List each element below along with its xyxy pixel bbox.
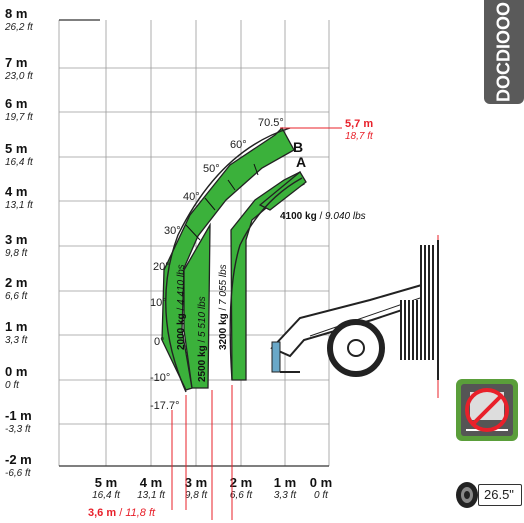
load-4100: 4100 kg / 9.040 lbs — [280, 211, 366, 222]
arc-label-b: B — [293, 139, 303, 155]
angle-70: 70.5° — [258, 117, 284, 129]
x-tick-4m-ft: 13,1 ft — [137, 490, 166, 501]
y-tick-6m-ft: 19,7 ft — [5, 112, 34, 123]
x-tick-3m: 3 m — [185, 475, 207, 490]
tire-size-text: 26.5" — [484, 487, 514, 502]
y-tick-2m-ft: 6,6 ft — [5, 291, 28, 302]
angle-30: 30° — [164, 225, 181, 237]
max-reach: 3,6 m / 11,8 ft — [88, 507, 156, 519]
y-tick-1m: 1 m — [5, 319, 27, 334]
x-tick-0m: 0 m — [310, 475, 332, 490]
y-axis-labels: 8 m 26,2 ft 7 m 23,0 ft 6 m 19,7 ft 5 m … — [4, 6, 34, 479]
x-tick-2m-ft: 6,6 ft — [230, 490, 253, 501]
y-tick-0m: 0 m — [5, 364, 27, 379]
telehandler-icon — [270, 240, 439, 380]
y-tick-5m: 5 m — [5, 141, 27, 156]
y-tick-neg1m: -1 m — [5, 408, 32, 423]
angle-labels: 70.5° 60° 50° 40° 30° 20° 10° 0° -10° -1… — [150, 117, 284, 412]
y-tick-0m-ft: 0 ft — [5, 380, 20, 391]
load-labels: 2000 kg / 4 410 lbs 2500 kg / 5 510 lbs … — [176, 211, 366, 382]
y-tick-4m: 4 m — [5, 184, 27, 199]
y-tick-8m: 8 m — [5, 6, 27, 21]
max-height-ft: 18,7 ft — [345, 131, 374, 142]
reach-arcs — [165, 127, 303, 393]
load-3200: 3200 kg / 7 055 lbs — [218, 264, 229, 350]
no-outriggers-icon — [456, 379, 518, 441]
y-tick-3m: 3 m — [5, 232, 27, 247]
arc-inner-a — [229, 177, 303, 381]
y-tick-neg2m: -2 m — [5, 452, 32, 467]
x-tick-1m-ft: 3,3 ft — [274, 490, 297, 501]
tire-size-frame — [478, 484, 522, 506]
angle-0: 0° — [154, 336, 165, 348]
y-tick-4m-ft: 13,1 ft — [5, 200, 34, 211]
arc-outer-b — [165, 127, 291, 393]
x-tick-5m-ft: 16,4 ft — [92, 490, 121, 501]
y-tick-2m: 2 m — [5, 275, 27, 290]
x-axis-labels: 5 m 16,4 ft 4 m 13,1 ft 3 m 9,8 ft 2 m 6… — [92, 475, 332, 501]
y-tick-7m-ft: 23,0 ft — [4, 71, 34, 82]
y-tick-5m-ft: 16,4 ft — [5, 157, 34, 168]
angle-10: 10° — [150, 297, 167, 309]
y-tick-3m-ft: 9,8 ft — [5, 248, 28, 259]
load-2000: 2000 kg / 4 410 lbs — [176, 264, 187, 350]
x-tick-3m-ft: 9,8 ft — [185, 490, 208, 501]
zone-2500kg — [183, 222, 211, 389]
brand-code-text: DOCDIOOO — [493, 1, 514, 103]
x-tick-4m: 4 m — [140, 475, 162, 490]
max-height-m: 5,7 m — [345, 118, 373, 130]
load-2500: 2500 kg / 5 510 lbs — [197, 296, 208, 382]
y-tick-neg1m-ft: -3,3 ft — [5, 424, 32, 435]
y-tick-neg2m-ft: -6,6 ft — [5, 468, 32, 479]
angle-40: 40° — [183, 191, 200, 203]
zone-dividers — [185, 163, 259, 241]
y-tick-7m: 7 m — [5, 55, 27, 70]
x-tick-5m: 5 m — [95, 475, 117, 490]
x-tick-0m-ft: 0 ft — [314, 490, 329, 501]
tire-size-badge: 26.5" — [454, 481, 524, 509]
tire-icon — [456, 482, 478, 508]
y-tick-8m-ft: 26,2 ft — [4, 22, 34, 33]
x-tick-1m: 1 m — [274, 475, 296, 490]
angle-neg10: -10° — [150, 372, 170, 384]
y-tick-1m-ft: 3,3 ft — [5, 335, 28, 346]
angle-neg17: -17.7° — [150, 400, 179, 412]
x-tick-2m: 2 m — [230, 475, 252, 490]
angle-20: 20° — [153, 261, 170, 273]
brand-code-badge: DOCDIOOO — [484, 0, 524, 104]
angle-50: 50° — [203, 163, 220, 175]
y-tick-6m: 6 m — [5, 96, 27, 111]
arc-label-a: A — [296, 154, 306, 170]
angle-60: 60° — [230, 139, 247, 151]
